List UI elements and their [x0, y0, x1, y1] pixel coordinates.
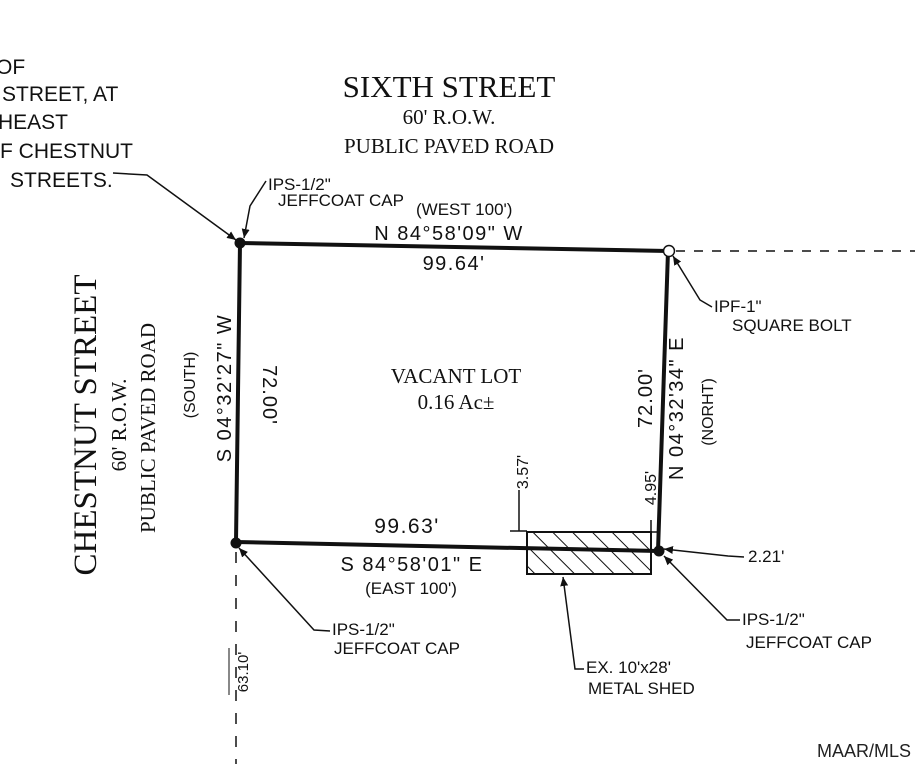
west-distance: 72.00' [258, 365, 280, 425]
sw-monument-leader [238, 547, 331, 632]
shed-east-offset-line [650, 520, 658, 533]
shed-description: METAL SHED [588, 679, 695, 698]
shed-north-offset-line [510, 490, 527, 532]
corner-offset-leader [663, 546, 745, 558]
watermark: MAAR/MLS [816, 741, 911, 761]
se-monument-leader [663, 555, 740, 621]
north-distance: 99.64' [423, 253, 486, 275]
ne-monument-type: IPF-1" [714, 297, 762, 316]
chestnut-street-label: CHESTNUT STREET 60' R.O.W. PUBLIC PAVED … [68, 275, 160, 576]
south-deed-call: (EAST 100') [365, 579, 457, 598]
west-bearing: S 04°32'27" W [214, 314, 236, 462]
nw-monument-type: IPS-1/2" [268, 175, 331, 194]
shed-size: EX. 10'x28' [586, 658, 671, 677]
chestnut-street-name: CHESTNUT STREET [68, 275, 104, 576]
ne-corner-pin [662, 244, 676, 258]
se-monument-cap: JEFFCOAT CAP [746, 633, 872, 652]
sw-corner-pin [230, 537, 242, 549]
nw-monument-cap: JEFFCOAT CAP [278, 191, 404, 210]
east-distance: 72.00' [635, 368, 657, 428]
corner-note-line: HEAST [0, 111, 68, 134]
shed-east-offset: 4.95' [643, 471, 660, 505]
east-deed-call: (NORHT) [700, 378, 717, 446]
sixth-street-type: PUBLIC PAVED ROAD [344, 134, 554, 158]
ne-monument-leader [672, 255, 713, 308]
sw-monument-type: IPS-1/2" [332, 620, 395, 639]
corner-note-line: STREET, AT [2, 83, 118, 106]
lot-label: VACANT LOT [391, 364, 522, 388]
nw-monument-leader [241, 180, 267, 239]
north-deed-call: (WEST 100') [416, 200, 512, 219]
lot-area: 0.16 Ac± [418, 390, 495, 414]
se-corner-pin [653, 545, 665, 557]
ne-monument-detail: SQUARE BOLT [732, 316, 852, 335]
east-bearing: N 04°32'34" E [666, 336, 688, 480]
nw-corner-pin [234, 237, 246, 249]
sixth-street-row: 60' R.O.W. [403, 105, 496, 129]
side-dimension: 63.10' [235, 652, 252, 693]
shed-corner-offset: 2.21' [748, 547, 784, 566]
se-monument-type: IPS-1/2" [742, 610, 805, 629]
south-bearing: S 84°58'01" E [341, 554, 484, 576]
shed-north-offset: 3.57' [515, 455, 532, 489]
corner-note-line: OF [0, 56, 25, 79]
chestnut-street-row: 60' R.O.W. [107, 379, 131, 472]
corner-note-line: STREETS. [10, 169, 113, 192]
north-bearing: N 84°58'09" W [374, 223, 524, 245]
corner-note-leader [112, 172, 237, 241]
sixth-street-name: SIXTH STREET [343, 69, 556, 104]
south-distance: 99.63' [374, 515, 440, 538]
shed-leader [560, 576, 584, 670]
west-deed-call: (SOUTH) [182, 352, 199, 419]
corner-note-line: F CHESTNUT [0, 140, 133, 163]
chestnut-street-type: PUBLIC PAVED ROAD [136, 323, 160, 533]
sw-monument-cap: JEFFCOAT CAP [334, 639, 460, 658]
metal-shed [526, 531, 652, 575]
corner-note: OF STREET, AT HEAST F CHESTNUT STREETS. [0, 56, 133, 192]
